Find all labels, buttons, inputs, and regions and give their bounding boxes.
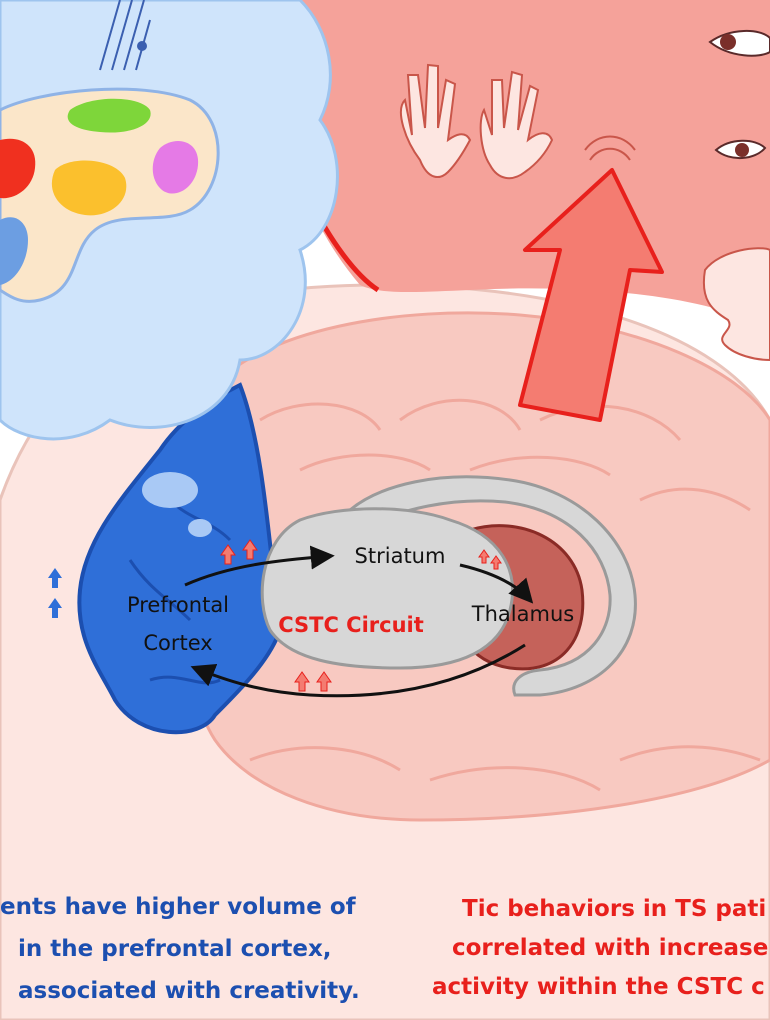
caption-left-line2: in the prefrontal cortex,: [18, 936, 332, 962]
face-icon: [702, 247, 770, 362]
eye-icon: [708, 29, 770, 57]
thalamus-label: Thalamus: [471, 602, 574, 626]
arrow-striatum-to-thalamus: [459, 563, 534, 604]
brain-gyri: [249, 398, 761, 792]
prefrontal-label-line1: Prefrontal: [127, 593, 229, 617]
motion-lines-icon: [584, 135, 636, 161]
up-arrow-icon: [220, 539, 258, 565]
arrow-thalamus-to-prefrontal: [190, 643, 526, 698]
caption-left-line1: ents have higher volume of: [0, 894, 356, 920]
up-arrow-icon: [294, 671, 332, 692]
cstc-circuit-label: CSTC Circuit: [278, 613, 424, 637]
prefrontal-label-line2: Cortex: [143, 631, 212, 655]
caption-right-line2: correlated with increase: [452, 935, 769, 961]
music-notes-icon: [99, 0, 151, 71]
up-arrow-icon: [48, 568, 62, 588]
prefrontal-highlight: [142, 472, 198, 508]
prefrontal-highlight-small: [188, 519, 212, 537]
caption-right-line3: activity within the CSTC c: [432, 974, 765, 1000]
up-arrow-icon: [478, 549, 502, 570]
corpus-region: [260, 507, 514, 670]
paint-blob-green: [67, 98, 151, 133]
paint-blob-blue: [0, 217, 28, 285]
caption-right-line1: Tic behaviors in TS pati: [462, 896, 767, 922]
hands-icon: [400, 63, 554, 180]
striatum-region: [343, 475, 637, 697]
caption-left-line3: associated with creativity.: [18, 978, 360, 1004]
music-note-head: [137, 41, 147, 51]
big-up-arrow-icon: [518, 168, 664, 422]
paint-blob-pink: [152, 141, 199, 194]
striatum-label: Striatum: [355, 544, 446, 568]
arrow-prefrontal-to-striatum: [184, 545, 335, 587]
paint-blob-red: [0, 138, 36, 199]
paint-blob-yellow: [51, 160, 127, 216]
eye-icon: [714, 139, 767, 159]
up-arrow-icon: [48, 598, 62, 618]
